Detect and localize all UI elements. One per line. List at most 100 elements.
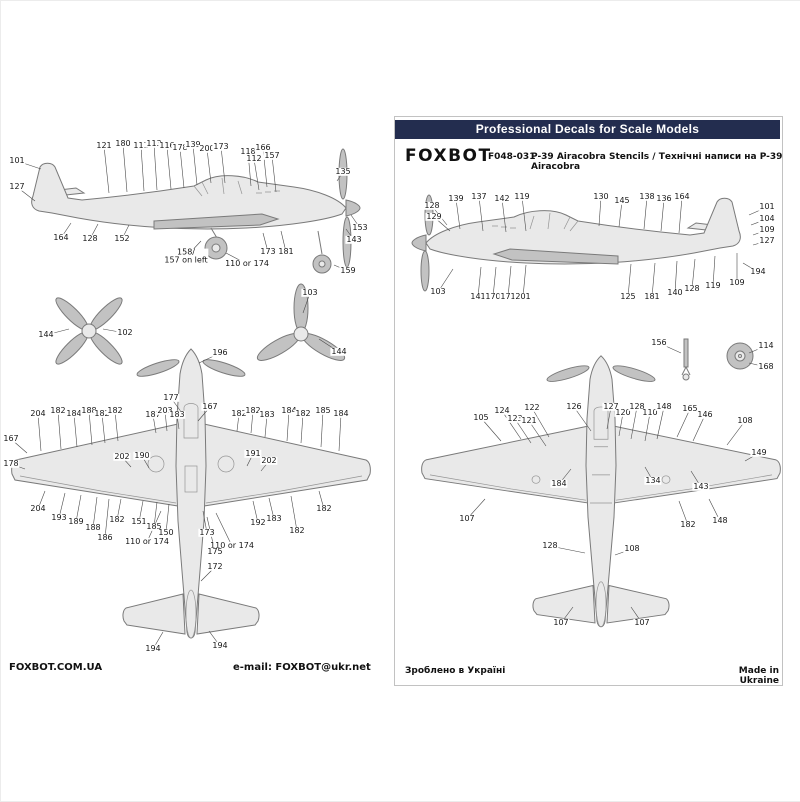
callout-plan_right: 123 xyxy=(506,413,524,424)
callout-plan_left: 194 xyxy=(144,643,162,654)
callout-profile_left: 173 xyxy=(259,246,277,257)
callout-propellers: 144 xyxy=(37,329,55,340)
foxbot-logo: FOXBOT xyxy=(405,146,492,166)
callout-plan_right: 108 xyxy=(623,543,641,554)
callout-profile_left: 121 xyxy=(95,140,113,151)
callout-profile_left: 111 xyxy=(132,140,150,151)
sheet-title: P-39 Airacobra Stencils / Технічні напис… xyxy=(531,152,783,172)
callout-plan_left: 185 xyxy=(314,405,332,416)
callout-profile_right: 139 xyxy=(447,193,465,204)
callout-plan_left: 182 xyxy=(244,405,262,416)
aircraft-side-profile-left xyxy=(31,148,361,274)
callout-profile_right: 171 xyxy=(499,291,517,302)
callout-plan_right: 124 xyxy=(493,405,511,416)
callout-plan_left: 196 xyxy=(211,347,229,358)
callout-plan_left: 191 xyxy=(244,448,262,459)
callout-plan_left: 186 xyxy=(96,532,114,543)
callout-profile_left: 110 or 174 xyxy=(224,258,270,269)
callout-plan_right: 108 xyxy=(736,415,754,426)
callout-profile_right: 201 xyxy=(514,291,532,302)
callout-profile_right: 137 xyxy=(470,191,488,202)
callout-plan_left: 177 xyxy=(162,392,180,403)
callout-plan_left: 151 xyxy=(130,516,148,527)
callout-plan_left: 193 xyxy=(50,512,68,523)
callout-plan_right: 182 xyxy=(679,519,697,530)
callout-profile_left: 157 xyxy=(263,150,281,161)
callout-profile_left: 128 xyxy=(81,233,99,244)
callout-profile_right: 140 xyxy=(666,287,684,298)
callout-plan_right: 121 xyxy=(520,415,538,426)
callout-profile_left: 152 xyxy=(113,233,131,244)
callout-plan_left: 183 xyxy=(265,513,283,524)
website-text: FOXBOT.COM.UA xyxy=(9,662,103,673)
callout-plan_left: 172 xyxy=(206,561,224,572)
callout-plan_right: 105 xyxy=(472,412,490,423)
callout-plan_left: 110 or 174 xyxy=(124,536,170,547)
callout-plan_right: 143 xyxy=(692,481,710,492)
callout-plan_left: 184 xyxy=(280,405,298,416)
callout-plan_right: 107 xyxy=(552,617,570,628)
callout-profile_left: 159 xyxy=(339,265,357,276)
callout-plan_left: 182 xyxy=(108,514,126,525)
callout-profile_right: 125 xyxy=(619,291,637,302)
callout-profile_right: 127 xyxy=(758,235,776,246)
callout-profile_right: 109 xyxy=(728,277,746,288)
callout-profile_left: 139 xyxy=(184,139,202,150)
callout-profile_left: 101 xyxy=(8,155,26,166)
callout-profile_right: 136 xyxy=(655,193,673,204)
callout-plan_right: 110 xyxy=(641,407,659,418)
callout-profile_right: 181 xyxy=(643,291,661,302)
aircraft-side-profile-right xyxy=(411,194,741,292)
callout-plan_right: 126 xyxy=(565,401,583,412)
callout-plan_left: 182 xyxy=(294,408,312,419)
callout-plan_left: 182 xyxy=(315,503,333,514)
callout-plan_left: 194 xyxy=(211,640,229,651)
callout-plan_left: 182 xyxy=(93,408,111,419)
callout-plan_left: 204 xyxy=(29,408,47,419)
callout-profile_right: 104 xyxy=(758,213,776,224)
callout-profile_left: 173 xyxy=(212,141,230,152)
callout-propellers: 102 xyxy=(116,327,134,338)
callout-profile_left: 153 xyxy=(351,222,369,233)
callout-propellers: 103 xyxy=(301,287,319,298)
callout-profile_left: 180 xyxy=(114,138,132,149)
landing-gear-strut xyxy=(681,338,691,381)
callout-plan_left: 183 xyxy=(168,409,186,420)
callout-plan_left: 150 xyxy=(157,527,175,538)
callout-propellers: 144 xyxy=(330,346,348,357)
email-text: e-mail: FOXBOT@ukr.net xyxy=(233,662,371,673)
callout-plan_left: 204 xyxy=(29,503,47,514)
callout-profile_left: 135 xyxy=(334,166,352,177)
callout-plan_left: 184 xyxy=(332,408,350,419)
callout-profile_right: 128 xyxy=(683,283,701,294)
callout-plan_left: 187 xyxy=(144,409,162,420)
callout-landing_gear: 114 xyxy=(757,340,775,351)
callout-profile_right: 119 xyxy=(513,191,531,202)
callout-profile_right: 142 xyxy=(493,193,511,204)
callout-profile_left: 112 xyxy=(245,153,263,164)
callout-plan_right: 128 xyxy=(541,540,559,551)
callout-profile_right: 138 xyxy=(638,191,656,202)
callout-profile_left: 118 xyxy=(239,146,257,157)
sheet-header-bar: Professional Decals for Scale Models xyxy=(395,120,780,139)
callout-plan_left: 183 xyxy=(258,409,276,420)
callout-plan_left: 182 xyxy=(288,525,306,536)
callout-plan_right: 165 xyxy=(681,403,699,414)
callout-profile_right: 164 xyxy=(673,191,691,202)
callout-plan_left: 182 xyxy=(230,408,248,419)
callout-plan_left: 189 xyxy=(67,516,85,527)
callout-profile_right: 109 xyxy=(758,224,776,235)
callout-plan_right: 107 xyxy=(633,617,651,628)
aircraft-plan-bottom-view xyxy=(11,348,371,639)
callout-plan_left: 188 xyxy=(80,405,98,416)
callout-plan_right: 122 xyxy=(523,402,541,413)
callout-profile_left: 143 xyxy=(345,234,363,245)
callout-profile_left: 200 xyxy=(198,143,216,154)
callout-profile_left: 166 xyxy=(254,142,272,153)
callout-profile_left: 178 xyxy=(171,142,189,153)
callout-profile_right: 145 xyxy=(613,195,631,206)
callout-plan_left: 202 xyxy=(113,451,131,462)
callout-plan_right: 184 xyxy=(550,478,568,489)
